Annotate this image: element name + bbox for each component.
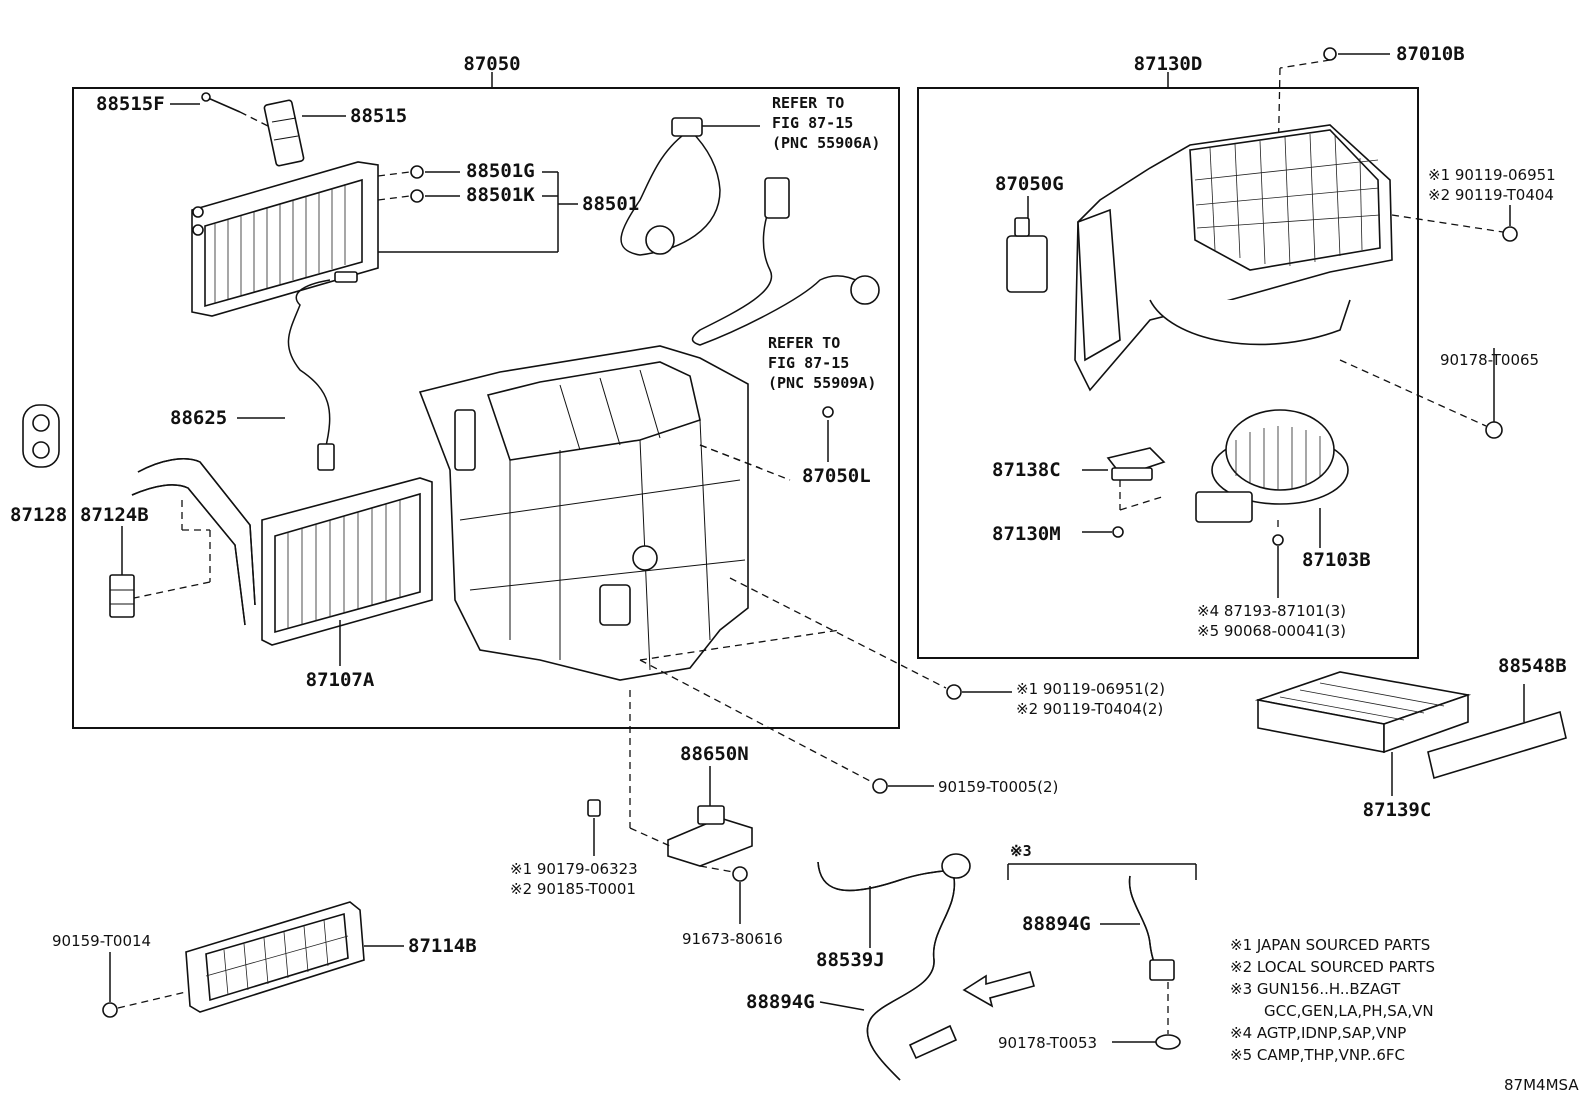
expansion-valve-88515: 88515 <box>263 99 407 167</box>
label-87010B[interactable]: 87010B <box>1396 43 1465 65</box>
label-clip-2[interactable]: ※2 90185-T0001 <box>510 880 636 898</box>
screw-91673-80616: 91673-80616 <box>682 865 783 948</box>
label-88894G-left[interactable]: 88894G <box>746 991 815 1013</box>
bracket-88650N: 88650N <box>629 629 841 867</box>
label-88501G[interactable]: 88501G <box>466 160 535 182</box>
evaporator-fins <box>214 184 346 303</box>
label-90178-T0053[interactable]: 90178-T0053 <box>998 1034 1097 1052</box>
screw-blower-top: ※1 90119-06951 ※2 90119-T0404 <box>1391 166 1556 242</box>
label-87130D[interactable]: 87130D <box>1134 53 1203 75</box>
wire-harness-2: REFER TO FIG 87-15 (PNC 55909A) <box>691 177 880 392</box>
label-note3-mark: ※3 <box>1010 842 1032 860</box>
screw-87130M: 87130M <box>992 523 1124 545</box>
label-88548B[interactable]: 88548B <box>1498 655 1567 677</box>
label-screw-top-2[interactable]: ※2 90119-T0404 <box>1428 186 1554 204</box>
label-unit-screw-2[interactable]: ※2 90119-T0404(2) <box>1016 700 1163 718</box>
hose-88894G-left: 88894G <box>746 877 958 1081</box>
hvac-housing-87050 <box>418 345 749 681</box>
label-87103B[interactable]: 87103B <box>1302 549 1371 571</box>
note3-variant-group: ※3 88894G 90178-T0053 <box>998 842 1197 1052</box>
duct-87114B: 87114B <box>185 901 477 1013</box>
label-87050[interactable]: 87050 <box>463 53 520 75</box>
assembly-box-87130D: 87130D <box>917 53 1419 659</box>
servo-87050G: 87050G <box>995 173 1064 293</box>
wire-harness-1: REFER TO FIG 87-15 (PNC 55906A) <box>620 94 880 256</box>
label-88625[interactable]: 88625 <box>170 407 227 429</box>
label-87139C[interactable]: 87139C <box>1363 799 1432 821</box>
refer-note-2-line3: (PNC 55909A) <box>768 374 876 392</box>
label-88515F[interactable]: 88515F <box>96 93 165 115</box>
label-91673-80616[interactable]: 91673-80616 <box>682 930 783 948</box>
direction-arrow <box>962 971 1035 1008</box>
refer-note-1-line1: REFER TO <box>772 94 844 112</box>
label-90178-T0065[interactable]: 90178-T0065 <box>1440 351 1539 369</box>
label-88894G-right[interactable]: 88894G <box>1022 913 1091 935</box>
note-4: ※4 AGTP,IDNP,SAP,VNP <box>1230 1024 1406 1042</box>
cabin-filter-87139C: 87139C <box>1254 671 1472 821</box>
label-87130M[interactable]: 87130M <box>992 523 1061 545</box>
label-87128[interactable]: 87128 <box>10 504 67 526</box>
figure-code: 87M4MSA <box>1504 1076 1579 1094</box>
label-87107A[interactable]: 87107A <box>306 669 375 691</box>
note-5: ※5 CAMP,THP,VNP..6FC <box>1230 1046 1405 1064</box>
label-90159-T0005[interactable]: 90159-T0005(2) <box>938 778 1058 796</box>
screw-90159-T0014: 90159-T0014 <box>52 932 187 1018</box>
note-1: ※1 JAPAN SOURCED PARTS <box>1230 936 1430 954</box>
label-fan-screw-2[interactable]: ※5 90068-00041(3) <box>1197 622 1346 640</box>
label-88501[interactable]: 88501 <box>582 193 639 215</box>
legend-notes: ※1 JAPAN SOURCED PARTS ※2 LOCAL SOURCED … <box>1230 936 1435 1064</box>
label-87124B[interactable]: 87124B <box>80 504 149 526</box>
refer-note-1-line2: FIG 87-15 <box>772 114 853 132</box>
label-88515[interactable]: 88515 <box>350 105 407 127</box>
label-87050L[interactable]: 87050L <box>802 465 871 487</box>
label-90159-T0014[interactable]: 90159-T0014 <box>52 932 151 950</box>
refer-note-2-line2: FIG 87-15 <box>768 354 849 372</box>
clip-90178-T0065: 90178-T0065 <box>1339 348 1539 439</box>
screw-unit-mount: ※1 90119-06951(2) ※2 90119-T0404(2) <box>729 577 1165 718</box>
clip-90179: ※1 90179-06323 ※2 90185-T0001 <box>510 799 638 898</box>
heater-core-87107A: 87107A <box>131 458 433 691</box>
housing-screw-87050L: 87050L <box>699 406 871 487</box>
label-87114B[interactable]: 87114B <box>408 935 477 957</box>
label-fan-screw-1[interactable]: ※4 87193-87101(3) <box>1197 602 1346 620</box>
bolt-88515F: 88515F <box>96 92 269 127</box>
sensor-88625: 88625 <box>170 271 358 471</box>
bolt-87010B: 87010B <box>1277 43 1465 169</box>
refer-note-1-line3: (PNC 55906A) <box>772 134 880 152</box>
pipe-clamp-87124B: 87124B <box>80 500 211 618</box>
refer-note-2-line1: REFER TO <box>768 334 840 352</box>
blower-motor-87103B: 87103B ※4 87193-87101(3) ※5 90068-00041(… <box>1195 409 1371 640</box>
filter-cover-88548B: 88548B <box>1427 655 1567 780</box>
hose-88539J: 88539J <box>816 853 971 971</box>
screw-90159-T0005: 90159-T0005(2) <box>639 659 1058 796</box>
note-2: ※2 LOCAL SOURCED PARTS <box>1230 958 1435 976</box>
assembly-box-87050: 87050 <box>72 53 900 729</box>
label-87138C[interactable]: 87138C <box>992 459 1061 481</box>
label-88650N[interactable]: 88650N <box>680 743 749 765</box>
blower-case <box>1074 124 1393 392</box>
grommet-87128: 87128 <box>10 404 67 526</box>
o-rings-88501: 88501G 88501K 88501 <box>377 160 639 253</box>
label-88501K[interactable]: 88501K <box>466 184 535 206</box>
label-87050G[interactable]: 87050G <box>995 173 1064 195</box>
note-3: ※3 GUN156..H..BZAGT <box>1230 980 1401 998</box>
evaporator-88501 <box>191 161 379 317</box>
label-screw-top-1[interactable]: ※1 90119-06951 <box>1428 166 1556 184</box>
label-clip-1[interactable]: ※1 90179-06323 <box>510 860 638 878</box>
note-3-cont: GCC,GEN,LA,PH,SA,VN <box>1264 1002 1434 1020</box>
label-unit-screw-1[interactable]: ※1 90119-06951(2) <box>1016 680 1165 698</box>
label-88539J[interactable]: 88539J <box>816 949 885 971</box>
resistor-87138C: 87138C <box>992 447 1166 511</box>
